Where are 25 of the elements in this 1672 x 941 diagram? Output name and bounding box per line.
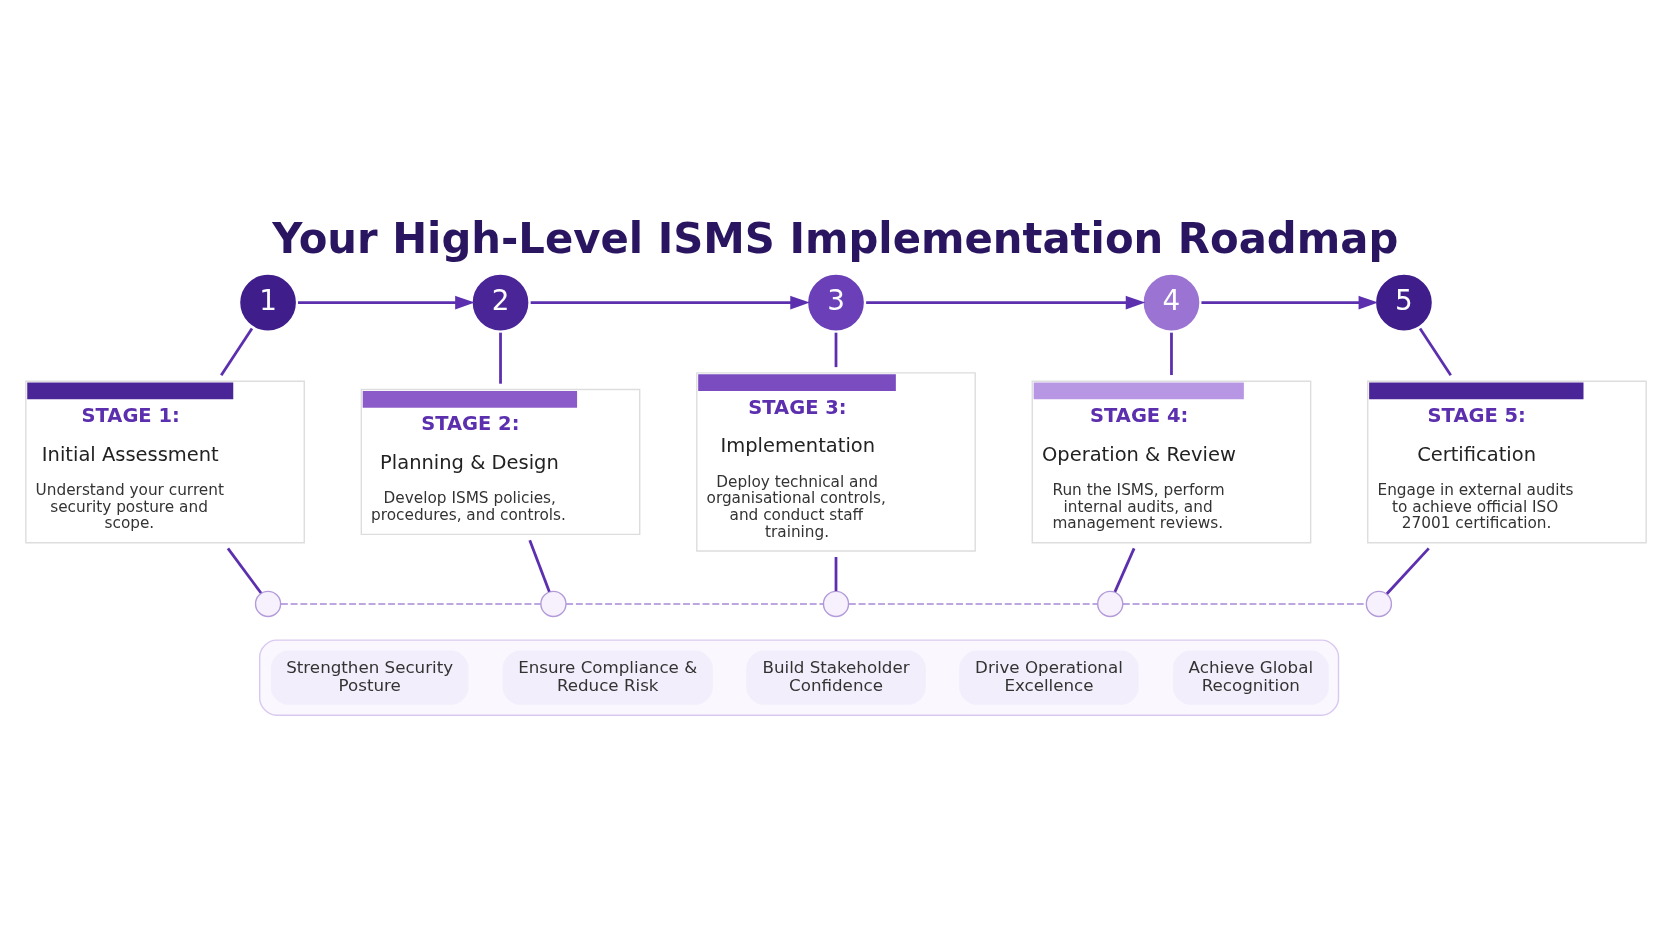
node-circle — [254, 590, 282, 617]
arrow — [1201, 295, 1379, 309]
node-circle — [540, 590, 567, 617]
connector — [280, 602, 542, 605]
connector — [1122, 602, 1367, 605]
connector — [528, 539, 551, 592]
connector — [220, 327, 254, 376]
arrow — [866, 295, 1146, 309]
node-circle — [1097, 590, 1124, 617]
connector — [565, 602, 825, 605]
node-circle — [1365, 590, 1393, 617]
connector — [1113, 547, 1136, 592]
connector — [1385, 546, 1430, 595]
connector — [848, 602, 1099, 605]
connector — [499, 332, 502, 384]
arrow — [298, 295, 475, 309]
arrow — [530, 295, 810, 309]
diagram-title: Your High-Level ISMS Implementation Roadmap — [272, 213, 1399, 263]
connector — [1170, 332, 1173, 375]
connector — [226, 547, 263, 594]
connector — [834, 332, 838, 367]
connector — [1418, 327, 1452, 376]
cluster — [259, 638, 1340, 716]
node-circle — [822, 590, 850, 617]
connector — [834, 556, 838, 591]
